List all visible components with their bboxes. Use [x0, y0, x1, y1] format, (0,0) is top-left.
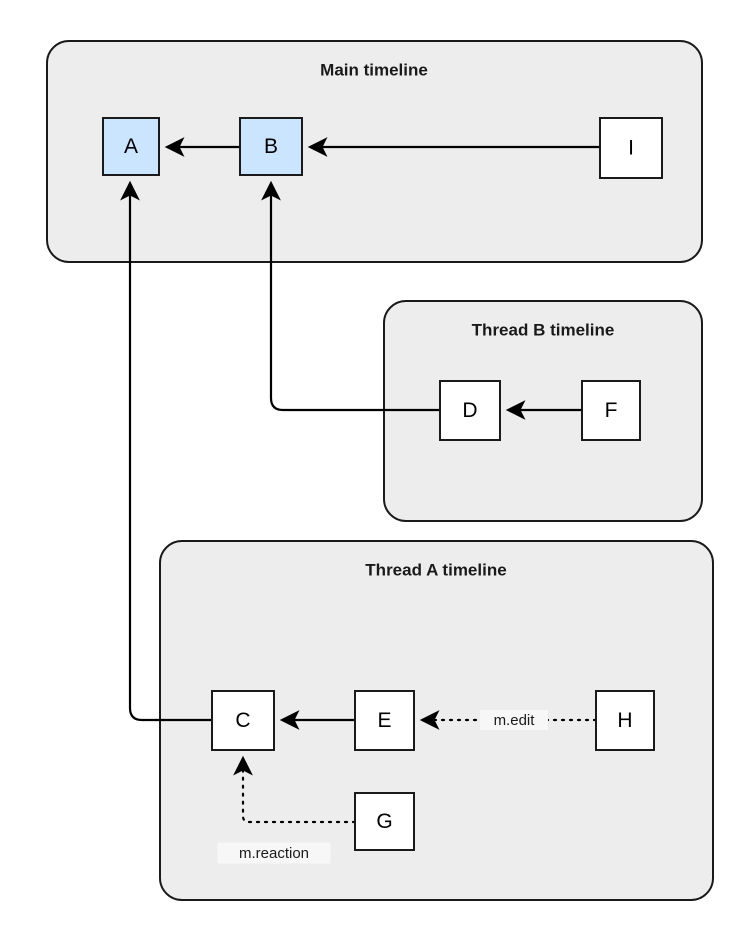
event-node-box[interactable] [595, 690, 655, 751]
event-node-A[interactable]: A [102, 117, 160, 176]
event-node-G[interactable]: G [354, 792, 415, 851]
event-node-C[interactable]: C [211, 690, 275, 751]
edge-c-to-a [120, 180, 212, 722]
event-node-box[interactable] [354, 690, 415, 751]
event-node-box[interactable] [354, 792, 415, 851]
event-node-D[interactable]: D [439, 380, 501, 441]
event-node-B[interactable]: B [239, 117, 303, 176]
edge-labels: m.edit m.reaction [217, 710, 548, 864]
event-node-label: I [628, 137, 634, 160]
edge-label-h-to-e: m.edit [480, 710, 548, 730]
event-node-box[interactable] [599, 117, 663, 179]
event-node-label: E [377, 709, 391, 732]
event-node-label: H [617, 709, 632, 732]
event-nodes: A B I D F C E H G [102, 117, 663, 851]
timeline-group-title: Thread A timeline [365, 560, 506, 579]
event-node-label: G [376, 810, 392, 833]
event-node-box[interactable] [211, 690, 275, 751]
event-node-box[interactable] [239, 117, 303, 176]
event-node-label: D [462, 399, 477, 422]
event-node-label: C [235, 709, 250, 732]
edge-label-text: m.reaction [239, 845, 309, 862]
event-node-box[interactable] [581, 380, 641, 441]
edge-d-to-b [261, 180, 440, 412]
event-node-box[interactable] [102, 117, 160, 176]
edge-label-background [480, 710, 548, 730]
event-node-I[interactable]: I [599, 117, 663, 179]
event-node-H[interactable]: H [595, 690, 655, 751]
edges [120, 137, 600, 824]
edge-g-to-c [233, 755, 357, 824]
event-node-label: B [264, 135, 278, 158]
edge-label-background [217, 842, 331, 864]
timeline-group-main: Main timeline [46, 40, 703, 263]
event-node-box[interactable] [439, 380, 501, 441]
edge-label-g-to-c: m.reaction [217, 842, 331, 864]
event-node-F[interactable]: F [581, 380, 641, 441]
event-node-E[interactable]: E [354, 690, 415, 751]
event-node-label: F [605, 399, 618, 422]
timeline-group-box [46, 40, 703, 263]
event-node-label: A [124, 135, 138, 158]
edge-label-text: m.edit [494, 712, 536, 729]
timeline-group-title: Main timeline [320, 60, 428, 79]
timeline-group-title: Thread B timeline [472, 320, 615, 339]
